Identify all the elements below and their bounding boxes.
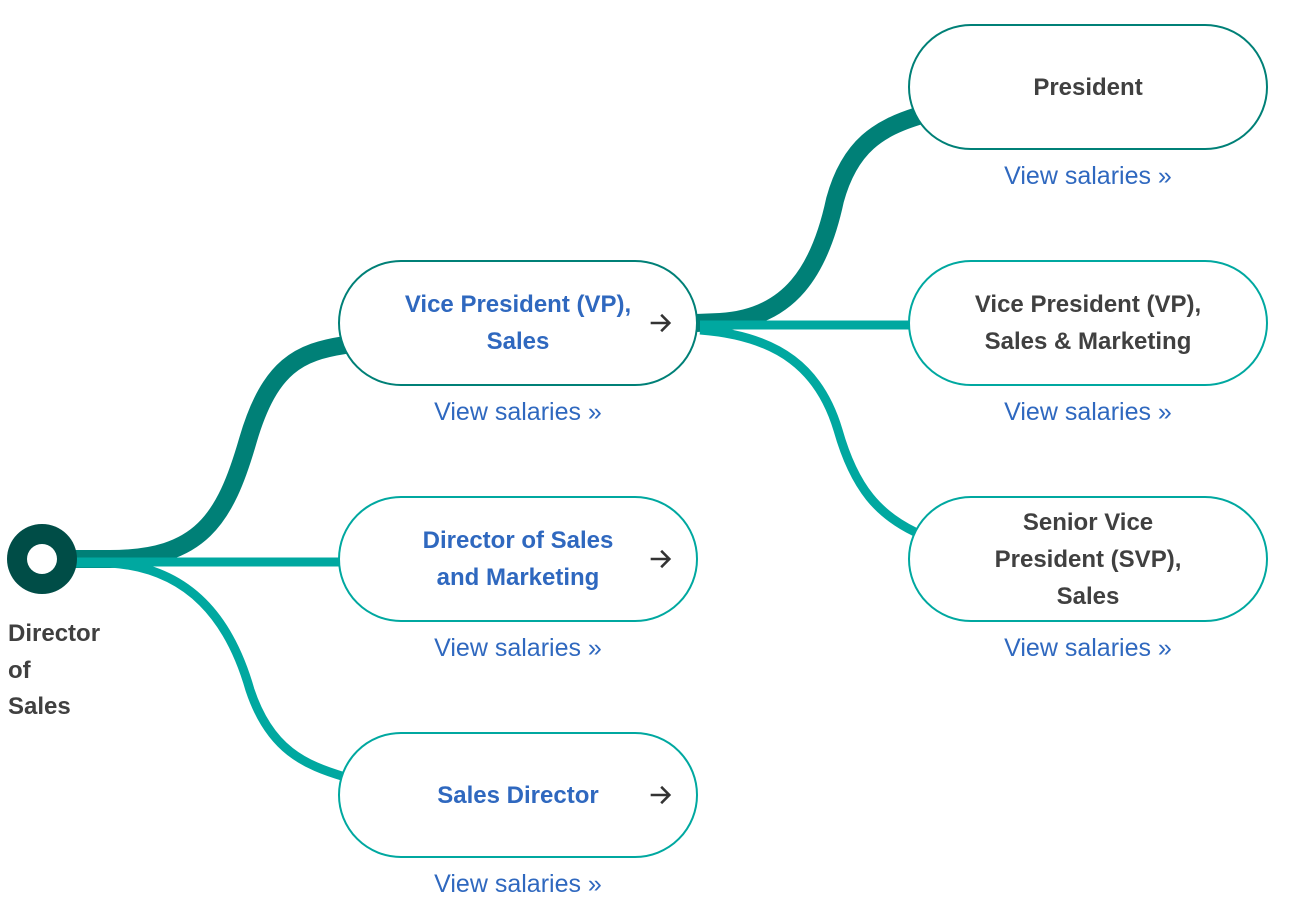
pill-sales-director[interactable]: Sales Director <box>338 732 698 858</box>
connector-origin-to-sales-director <box>60 558 347 782</box>
view-salaries-link[interactable]: View salaries » <box>434 634 602 662</box>
pill-title: President <box>1033 73 1143 101</box>
arrow-right-icon[interactable] <box>646 309 674 337</box>
pill-svp-sales: Senior Vice President (SVP), Sales <box>908 496 1268 622</box>
pill-president: President <box>908 24 1268 150</box>
view-salaries-link[interactable]: View salaries » <box>1004 634 1172 662</box>
pill-title[interactable]: Director of Sales and Marketing <box>422 527 614 591</box>
pill-director-sales-marketing[interactable]: Director of Sales and Marketing <box>338 496 698 622</box>
origin-title: Director of Sales <box>8 620 101 720</box>
view-salaries-link[interactable]: View salaries » <box>434 398 602 426</box>
pill-title: Senior Vice President (SVP), Sales <box>994 508 1182 610</box>
origin-node-icon <box>7 524 77 594</box>
pill-title: Vice President (VP), Sales & Marketing <box>974 291 1202 355</box>
view-salaries-link[interactable]: View salaries » <box>434 870 602 898</box>
connector-vp-sales-to-president <box>695 107 921 332</box>
pill-vp-sales[interactable]: Vice President (VP), Sales <box>338 260 698 386</box>
pill-title[interactable]: Sales Director <box>437 781 599 809</box>
view-salaries-link[interactable]: View salaries » <box>1004 162 1172 190</box>
arrow-right-icon[interactable] <box>646 545 674 573</box>
pill-title[interactable]: Vice President (VP), Sales <box>404 291 632 355</box>
connector-origin-to-vp-sales <box>42 336 347 568</box>
pill-vp-sales-marketing: Vice President (VP), Sales & Marketing <box>908 260 1268 386</box>
arrow-right-icon[interactable] <box>646 781 674 809</box>
connector-vp-sales-to-svp-sales <box>699 325 917 537</box>
view-salaries-link[interactable]: View salaries » <box>1004 398 1172 426</box>
